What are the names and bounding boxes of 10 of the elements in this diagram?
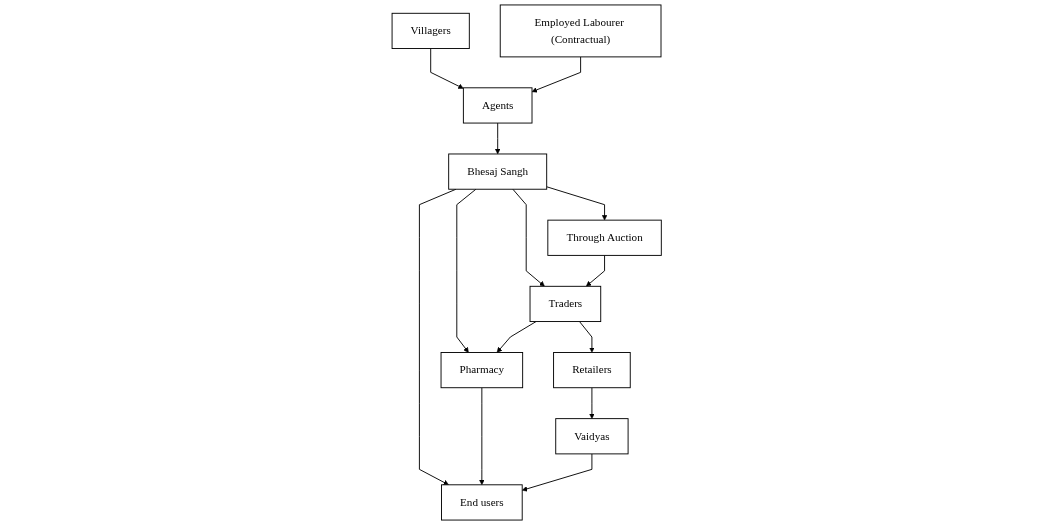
node-box: Retailers [553, 352, 632, 389]
node-box: Pharmacy [440, 352, 524, 389]
node-box: Employed Labourer (Contractual) [500, 4, 662, 58]
node-box: Traders [529, 285, 602, 322]
node-box: Villagers [391, 12, 471, 49]
node-box: Bhesaj Sangh [448, 153, 548, 190]
node-box: Vaidyas [555, 418, 629, 455]
node-box: End users [441, 484, 523, 521]
node-box: Through Auction [547, 219, 663, 256]
node-box: Agents [463, 87, 533, 124]
